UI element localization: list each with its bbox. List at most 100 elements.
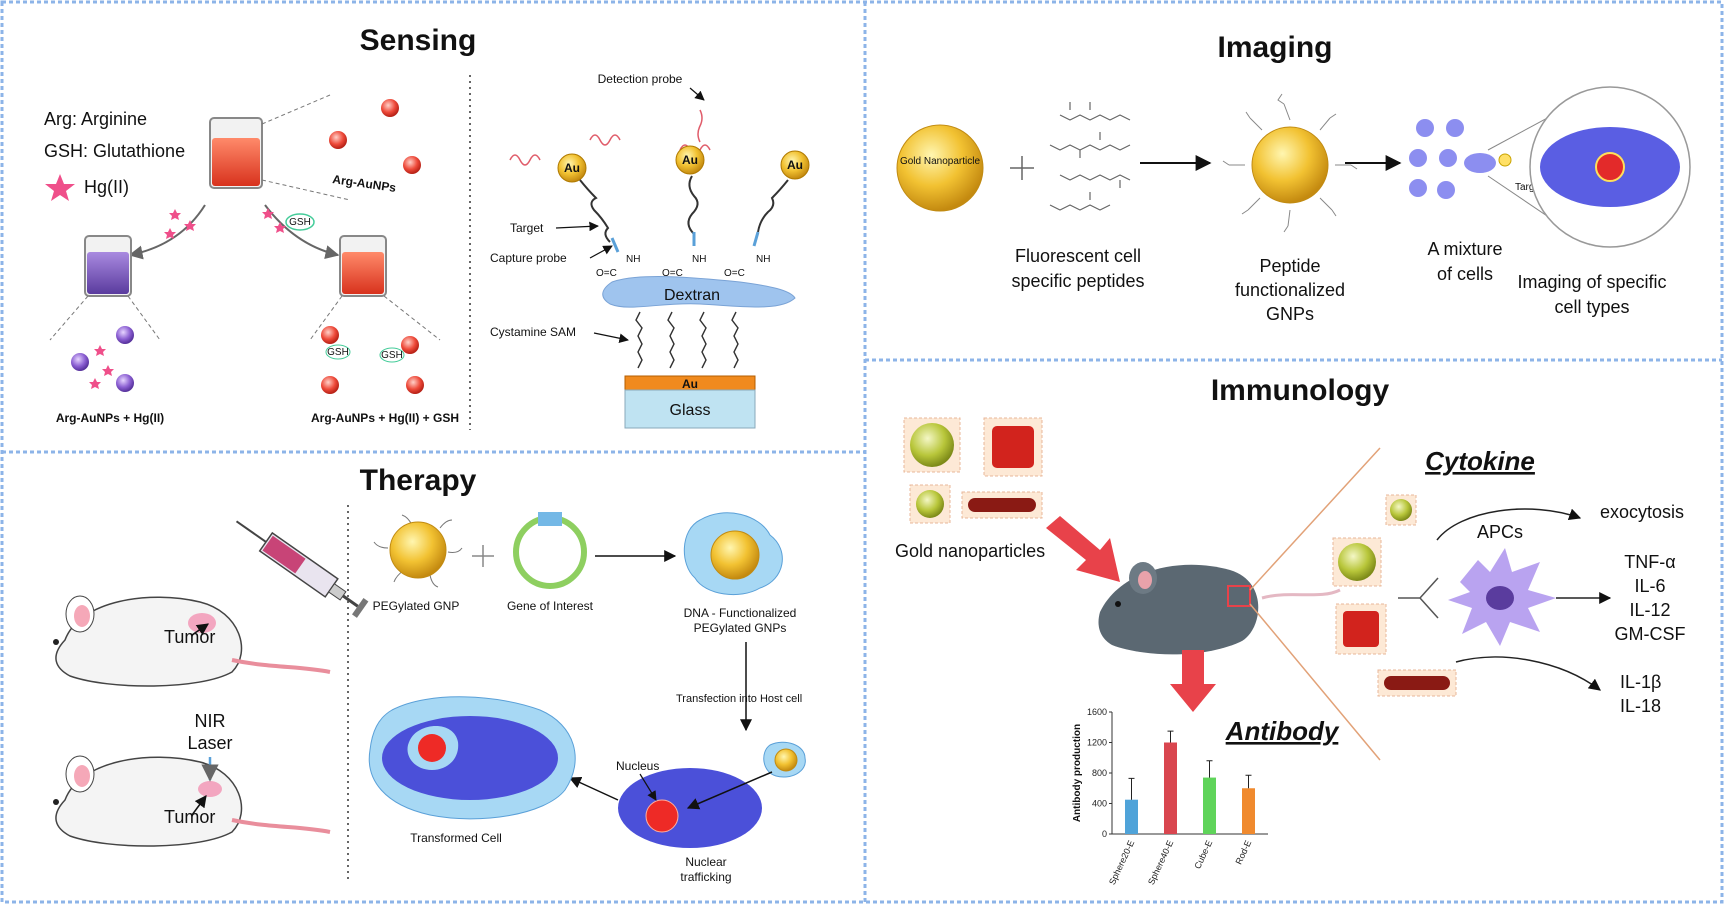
glass-label: Glass — [670, 402, 711, 419]
caption-right-beaker: Arg-AuNPs + Hg(II) + GSH — [311, 411, 459, 425]
cell-mixture-icon — [1409, 119, 1496, 199]
caption-left-beaker: Arg-AuNPs + Hg(II) — [56, 411, 164, 425]
chart-category-label: Rod-E — [1233, 839, 1253, 866]
chart-bar — [1125, 799, 1138, 834]
exocytosis-label: exocytosis — [1600, 502, 1684, 522]
cytokine-il18: IL-18 — [1620, 696, 1661, 716]
chart-error-bar — [1245, 774, 1252, 789]
apcs-label: APCs — [1477, 522, 1523, 542]
therapy-panel: Therapy Tumor — [53, 464, 806, 884]
mouse-icon — [1098, 562, 1341, 655]
target-cell-marker — [1498, 153, 1512, 167]
chart-y-label: Antibody production — [1072, 724, 1083, 822]
transfection-label: Transfection into Host cell — [676, 693, 802, 705]
chart-category-label: Cube-E — [1192, 839, 1214, 871]
therapy-title: Therapy — [360, 464, 477, 497]
cytokine-il6: IL-6 — [1634, 576, 1665, 596]
beaker-top — [209, 117, 263, 189]
gold-nanoparticle-icon — [896, 124, 984, 212]
gsh-tag: GSH — [381, 350, 403, 361]
cytokine-il12: IL-12 — [1629, 600, 1670, 620]
dna-sensor-schematic: Detection probe Au Au Au Target Capture … — [490, 72, 810, 429]
chart-y-tick-label: 400 — [1092, 799, 1107, 809]
star-icon — [262, 208, 274, 219]
oc-label: O=C — [724, 268, 745, 279]
star-icon — [164, 228, 176, 239]
antibody-label: Antibody — [1225, 716, 1340, 746]
mixture-label-line2: of cells — [1437, 264, 1493, 284]
chart-error-bar — [1167, 730, 1174, 743]
immunology-title: Immunology — [1211, 374, 1390, 407]
host-cell — [618, 768, 762, 848]
cytokine-label: Cytokine — [1425, 446, 1535, 476]
detection-probe-label: Detection probe — [598, 72, 683, 86]
mixture-label-line1: A mixture — [1427, 239, 1502, 259]
chart-bar — [1203, 777, 1216, 834]
au-particle-label: Au — [682, 153, 698, 167]
nuclear-trafficking-line2: trafficking — [680, 870, 731, 884]
chart-category-label: Sphere20-E — [1107, 839, 1136, 887]
gnps-label-line2: functionalized — [1235, 280, 1345, 300]
small-dna-gnp-icon — [763, 741, 806, 778]
nir-label: NIR — [195, 711, 226, 731]
nanoparticle-set — [903, 417, 1043, 524]
red-arrow-to-mouse — [1046, 516, 1120, 582]
dextran-label: Dextran — [664, 287, 720, 304]
arg-aunps-label: Arg-AuNPs — [332, 172, 398, 195]
star-icon — [45, 174, 75, 201]
chart-error-bar — [1206, 760, 1213, 778]
chart-y-tick-label: 1200 — [1087, 738, 1107, 748]
imaging-label-line1: Imaging of specific — [1517, 272, 1666, 292]
plasmid-icon — [513, 515, 587, 589]
star-icon — [169, 209, 181, 220]
arg-aunps-cluster — [329, 99, 421, 174]
legend-hg: Hg(II) — [84, 177, 129, 197]
star-icon — [184, 220, 196, 231]
chart-y-tick-label: 0 — [1102, 829, 1107, 839]
tumor-label-bottom: Tumor — [164, 807, 215, 827]
arrow-to-nucleus — [686, 771, 773, 810]
dispersed-particles — [321, 326, 424, 394]
nh-label: NH — [756, 254, 770, 265]
peptides-icon — [1049, 102, 1131, 211]
chart-category-label: Sphere40-E — [1146, 839, 1175, 887]
dna-gnp-label-line1: DNA - Functionalized — [684, 606, 797, 620]
nucleus-icon — [645, 799, 679, 833]
chart-error-bar — [1128, 777, 1135, 800]
star-icon — [274, 222, 286, 233]
transformed-cell-label: Transformed Cell — [410, 831, 502, 845]
immunology-panel: Immunology Gold nanoparticles — [895, 374, 1686, 886]
peptides-label-line2: specific peptides — [1011, 271, 1144, 291]
beaker-left — [84, 235, 132, 297]
imaging-label-line2: cell types — [1554, 297, 1629, 317]
imaging-panel: Imaging Gold Nanoparticle Fluorescent ce… — [896, 31, 1691, 324]
beaker-right — [339, 235, 387, 297]
au-particle-label: Au — [564, 161, 580, 175]
chart-y-tick-label: 800 — [1092, 768, 1107, 778]
gene-insert — [538, 512, 562, 526]
au-particle-label: Au — [787, 158, 803, 172]
transformed-cell — [368, 696, 576, 820]
pegylated-gnp-label: PEGylated GNP — [373, 599, 460, 613]
nuclear-trafficking-line1: Nuclear — [685, 855, 726, 869]
nh-label: NH — [626, 254, 640, 265]
oc-label: O=C — [596, 268, 617, 279]
chart-y-tick-label: 1600 — [1087, 707, 1107, 717]
nucleus-label: Nucleus — [616, 759, 659, 773]
gold-particle-label: Gold Nanoparticle — [900, 156, 980, 167]
gene-of-interest-label: Gene of Interest — [507, 599, 594, 613]
gsh-tag: GSH — [289, 217, 311, 228]
cytokine-il1b: IL-1β — [1620, 672, 1661, 692]
plus-sign — [1010, 156, 1034, 180]
zoom-line-bottom — [1249, 603, 1381, 761]
cytokine-tnf: TNF-α — [1624, 552, 1675, 572]
mouse-injection — [53, 520, 369, 687]
mouse-laser — [53, 755, 331, 847]
peptides-label-line1: Fluorescent cell — [1015, 246, 1141, 266]
tumor-label-top: Tumor — [164, 627, 215, 647]
arrow-to-left-beaker — [128, 204, 206, 260]
fluorescent-nucleus — [1595, 152, 1625, 182]
oc-label: O=C — [662, 268, 683, 279]
legend-arginine: Arg: Arginine — [44, 109, 147, 129]
